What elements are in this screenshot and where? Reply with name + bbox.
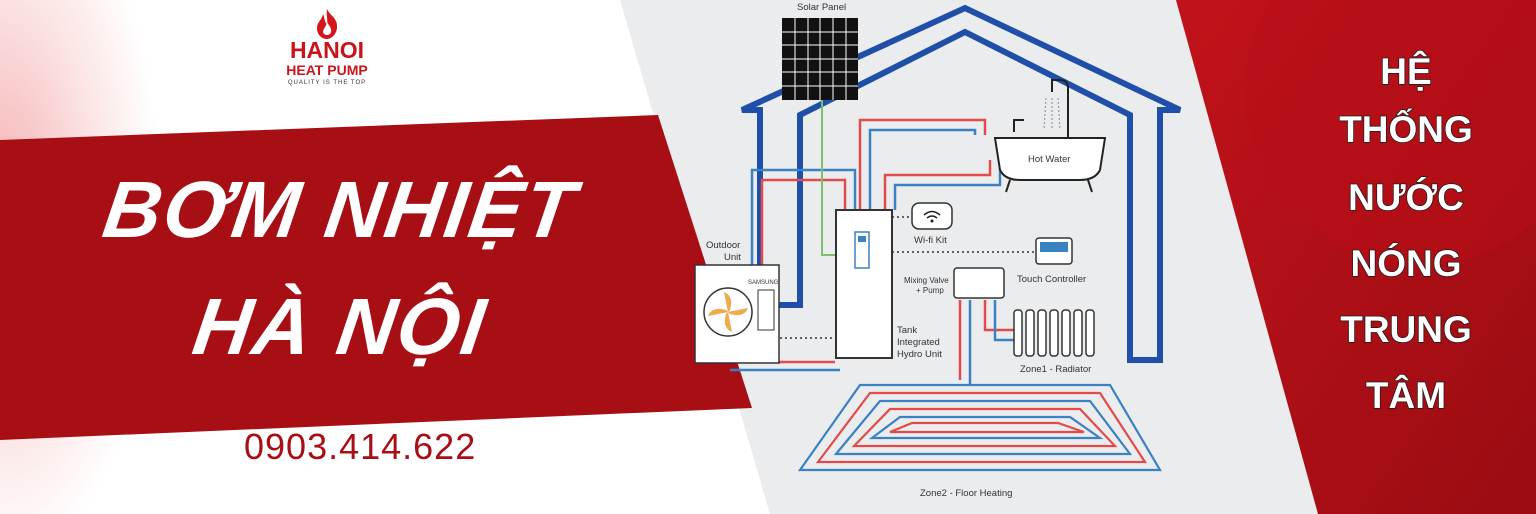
logo: HANOI HEAT PUMP QUALITY IS THE TOP — [262, 8, 392, 88]
right-text-line-5: TRUNG — [1339, 308, 1472, 351]
radiator-icon — [1013, 309, 1095, 357]
house-outline — [740, 4, 1182, 363]
label-mixing-valve-1: Mixing Valve — [904, 276, 949, 285]
right-text-line-1: HỆ — [1380, 50, 1433, 93]
label-wifi-kit: Wi-fi Kit — [914, 235, 947, 246]
label-hot-water: Hot Water — [1028, 154, 1070, 165]
logo-brand-line2: HEAT PUMP — [286, 62, 368, 78]
label-samsung: SAMSUNG — [748, 280, 779, 286]
label-zone1: Zone1 - Radiator — [1020, 364, 1091, 375]
solar-panel-icon — [782, 18, 858, 100]
pipes — [730, 118, 1015, 385]
wifi-kit-icon — [911, 202, 953, 230]
label-touch-controller: Touch Controller — [1017, 274, 1086, 285]
floor-heating-icon — [797, 383, 1162, 472]
label-zone2: Zone2 - Floor Heating — [920, 488, 1012, 499]
flame-icon — [317, 9, 338, 39]
mixing-valve-icon — [953, 267, 1005, 299]
bathtub-icon — [993, 79, 1107, 193]
right-text-line-2: THỐNG — [1338, 108, 1473, 151]
label-tank-1: Tank — [897, 325, 917, 336]
label-outdoor-unit-1: Outdoor — [706, 240, 740, 251]
label-mixing-valve-2: + Pump — [916, 286, 944, 295]
right-text-line-3: NƯỚC — [1347, 176, 1464, 219]
label-solar-panel: Solar Panel — [797, 2, 846, 13]
phone-number[interactable]: 0903.414.622 — [244, 426, 477, 467]
label-outdoor-unit-2: Unit — [724, 252, 741, 263]
label-tank-2: Integrated — [897, 337, 940, 348]
hydro-unit-icon — [835, 209, 893, 359]
right-text-line-6: TÂM — [1365, 374, 1447, 417]
logo-brand-line1: HANOI — [289, 37, 365, 63]
right-text-line-4: NÓNG — [1350, 242, 1463, 285]
label-tank-3: Hydro Unit — [897, 349, 942, 360]
logo-tagline: QUALITY IS THE TOP — [287, 80, 367, 86]
touch-controller-icon — [1035, 237, 1073, 265]
outdoor-unit-icon — [694, 264, 780, 364]
